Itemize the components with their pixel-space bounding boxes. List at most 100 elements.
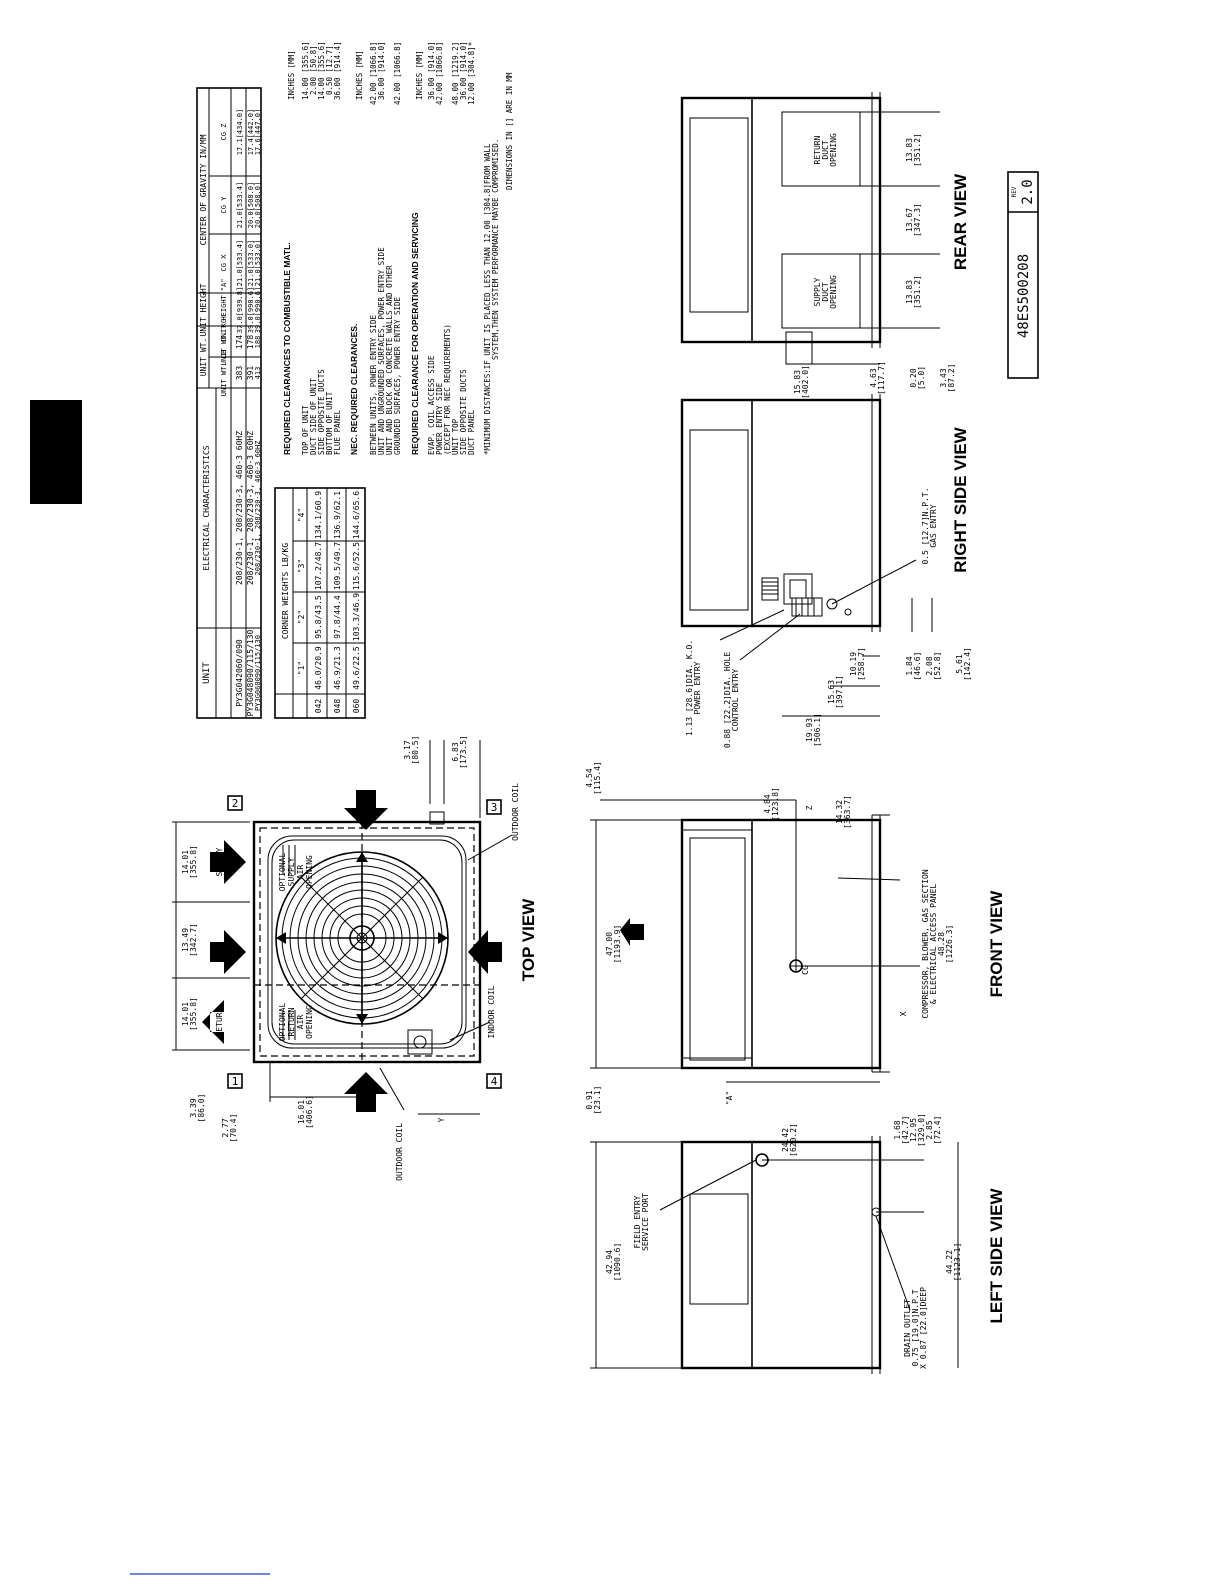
edge-dim: 3.39 (189, 1098, 198, 1117)
airflow-arrow-icon (210, 930, 246, 974)
list-item: SIDE OPPOSITE DUCTS 14.00 [355.6] (317, 41, 326, 455)
clearance-label: SIDE OPPOSITE DUCTS (459, 369, 468, 455)
left-h4-dim-mm: [72.4] (933, 1116, 942, 1145)
row-c4: 136.9/62.1 (333, 491, 342, 539)
lb-col-header: UNIT WT. LB (220, 350, 228, 396)
front-view: CG 47.00 [1193.9] 4.54 [115.4] 4.84 [123… (585, 761, 1006, 1114)
front-h3-dim-mm: [363.7] (843, 795, 852, 829)
row-unit: PY3G042060/090 (235, 639, 244, 707)
right-f-dim: 5.61 (955, 654, 964, 673)
front-c-dim-mm: [23.1] (593, 1086, 602, 1115)
return-duct-label: OPENING (829, 133, 838, 167)
list-item: EVAP. COIL ACCESS SIDE 36.00 [914.0] (427, 41, 436, 455)
row-a: 39.0[990.6] (247, 287, 255, 333)
return-dim-mm: [355.8] (189, 997, 198, 1031)
drain-outlet-label: DRAIN OUTLET (903, 1299, 912, 1357)
outdoor-coil-label: OUTDOOR COIL (395, 1123, 404, 1181)
list-item: FLUE PANEL 36.00 [914.4] (333, 41, 342, 455)
row-y: 20.0[508.0] (247, 182, 255, 228)
edge-dim-2: 2.77 (221, 1118, 230, 1137)
corner-header: "3" (297, 559, 306, 573)
clearances-block: REQUIRED CLEARANCES TO COMBUSTIBLE MATL.… (282, 41, 514, 455)
left-b-dim: 44.22 (945, 1250, 954, 1274)
power-entry-label: 1.13 [28.6]DIA. K.O. (685, 640, 694, 736)
row-lb: 413 (254, 367, 262, 380)
drain-outlet-label: 0.75 [19.0]N.P.T (911, 1289, 920, 1366)
front-b-dim-mm: [1226.3] (945, 925, 954, 964)
unit-col-header: UNIT (202, 662, 212, 684)
clearance-value: 36.00 [914.0] (459, 41, 468, 100)
row-size: 042 (314, 699, 323, 714)
right-d-dim: 1.84 (905, 656, 914, 675)
outdoor-coil-label: OUTDOOR COIL (511, 783, 520, 841)
clearance-value: 42.00 [1066.8] (369, 42, 378, 105)
right-d-dim-mm: [46.6] (913, 652, 922, 681)
clearance-label: UNIT AND BLOCK OR CONCRETE WALLS AND OTH… (385, 265, 394, 455)
row-kg: 174 (235, 335, 244, 350)
rev-label: REV (1011, 186, 1018, 197)
clearance-label: BETWEEN UNITS, POWER ENTRY SIDE (369, 315, 378, 455)
clearance-label: BOTTOM OF UNIT (325, 391, 334, 455)
left-h3-dim-mm: [329.0] (917, 1113, 926, 1147)
corner-header: "4" (297, 508, 306, 522)
table-row: PY3G060090/115/130 208/230-1, 208/230-3,… (254, 109, 262, 711)
row-c4: 134.1/60.9 (314, 491, 323, 539)
clearance-value: 36.00 [914.0] (427, 41, 436, 100)
y-col-header: CG Y (220, 196, 228, 214)
table-row: 042 46.0/20.9 95.8/43.5 107.2/48.7 134.1… (314, 491, 323, 713)
table-row: 060 49.6/22.5 103.3/46.9 115.6/52.5 144.… (352, 491, 361, 713)
supply-label: SUPPLY (215, 847, 224, 876)
clearance-label: GROUNDED SURFACES, POWER ENTRY SIDE (393, 296, 402, 455)
control-entry-label: 0.88 [22.2]DIA. HOLE (723, 652, 732, 749)
unit-wt-group-header: UNIT WT. (199, 338, 208, 377)
left-h4-dim: 2.85 (925, 1120, 934, 1139)
airflow-arrow-icon (468, 930, 502, 974)
row-c2: 97.8/44.4 (333, 595, 342, 639)
table-row: PY3G048090/115/130 208/230-1, 208/230-3,… (246, 109, 255, 717)
return-duct-label: DUCT (821, 140, 830, 159)
front-h1-dim: 4.54 (585, 768, 594, 787)
edge-dim-mm: [86.0] (197, 1094, 206, 1123)
front-width-dim: 47.00 (605, 932, 614, 956)
list-item: TOP OF UNIT 14.00 [355.6] (301, 41, 310, 455)
rear-view-title: REAR VIEW (951, 173, 970, 270)
row-unit: PY3G060090/115/130 (254, 635, 262, 711)
rear-a-dim: 13.83 (905, 138, 914, 162)
clearance-value: 48.00 [1219.2] (451, 42, 460, 105)
pipe-dim: 3.17 (403, 740, 412, 759)
left-side-view: 42.94 [1090.6] FIELD ENTRY SERVICE PORT … (590, 1113, 1006, 1374)
corner-header: "1" (297, 661, 306, 675)
row-a: 39.0[990.6] (254, 287, 262, 333)
row-c1: 49.6/22.5 (352, 646, 361, 690)
row-x: 21.0[533.0] (254, 240, 262, 286)
clearance-value: 0.50 [12.7] (325, 45, 334, 95)
row-c1: 46.9/21.3 (333, 646, 342, 690)
supply-duct-opening (781, 253, 861, 329)
row-c3: 115.6/52.5 (352, 542, 361, 590)
pipe-dim-mm: [80.5] (411, 736, 420, 765)
row-c3: 109.5/49.7 (333, 542, 342, 590)
title-block: 48ES500208 REV 2.0 (1007, 171, 1039, 379)
row-c3: 107.2/48.7 (314, 542, 323, 590)
front-view-title: FRONT VIEW (987, 890, 1006, 998)
return-dim: 14.01 (181, 1002, 190, 1026)
mid-dim: 13.49 (181, 928, 190, 952)
list-item: DUCT SIDE OF UNIT 2.00 [50.8] (309, 45, 318, 455)
right-side-view: 1.13 [28.6]DIA. K.O. POWER ENTRY 0.88 [2… (680, 394, 972, 749)
clearance-label: DUCT PANEL (467, 409, 476, 455)
clearance-value: 42.00 [1066.8] (393, 42, 402, 105)
clearance-note: SYSTEM,THEN SYSTEM PERFORMANCE MAYBE COM… (491, 139, 500, 360)
right-f-dim-mm: [142.4] (963, 647, 972, 681)
row-z: 17.4[442.0] (247, 109, 255, 155)
units-label: INCHES [MM] (415, 50, 424, 100)
dimensions-note: DIMENSIONS IN [] ARE IN MM (505, 72, 514, 190)
row-c2: 95.8/43.5 (314, 595, 323, 639)
row-kg: 188 (254, 336, 262, 349)
clearance-note: *MINIMUM DISTANCES:IF UNIT IS PLACED LES… (483, 143, 492, 455)
row-y: 21.0[533.4] (236, 182, 244, 228)
front-h1-dim-mm: [115.4] (593, 761, 602, 795)
left-h1-dim: 24.42 (781, 1128, 790, 1152)
mid-dim-mm: [342.7] (189, 923, 198, 957)
front-a-dim: "A" (725, 1091, 734, 1105)
rear-d-dim-mm: [402.0] (801, 365, 810, 399)
